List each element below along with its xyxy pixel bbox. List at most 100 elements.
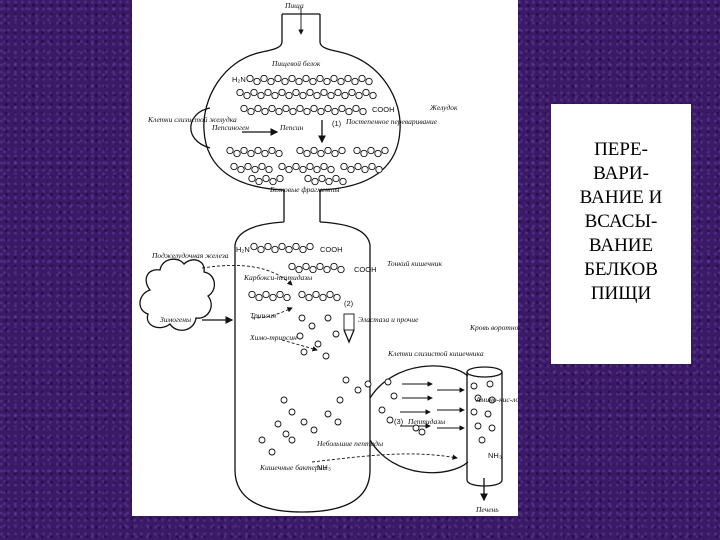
- amino-acid-bead: [313, 91, 321, 100]
- amino-acid-bead: [470, 382, 478, 390]
- label-intestinal-bacteria: Кишечные бактерии: [259, 463, 326, 472]
- label-amino-acids: Амино-кис-лоты: [475, 395, 518, 404]
- label-chymotrypsin: Химо-трипсин: [249, 333, 297, 342]
- amino-acid-bead: [319, 293, 327, 302]
- amino-acid-bead: [353, 146, 361, 155]
- amino-acid-bead: [309, 265, 317, 274]
- label-marker-2: (2): [344, 299, 354, 308]
- amino-acid-bead: [331, 107, 339, 116]
- amino-acid-bead: [292, 242, 300, 251]
- label-cooh-mid1: COOH: [320, 245, 343, 254]
- amino-acid-bead: [347, 165, 355, 174]
- amino-acid-bead: [354, 386, 362, 394]
- label-small-intestine: Тонкий кишечник: [387, 259, 442, 268]
- absorption-arrows: [400, 381, 465, 431]
- amino-acid-bead: [282, 104, 290, 113]
- amino-acid-bead: [255, 293, 263, 302]
- caption-line: БЕЛКОВ: [584, 259, 658, 280]
- amino-acid-bead: [368, 162, 376, 171]
- gastric-cells-blob: [190, 107, 211, 149]
- amino-acid-bead: [344, 74, 352, 83]
- amino-acid-bead: [298, 314, 306, 322]
- label-elastase: Эластаза и прочие: [358, 315, 419, 324]
- amino-acid-bead: [306, 162, 314, 171]
- label-cooh-top: COOH: [372, 105, 395, 114]
- amino-acid-bead: [378, 406, 386, 414]
- amino-acid-bead: [265, 165, 273, 174]
- amino-acid-bead: [226, 146, 234, 155]
- label-cooh-mid2: COOH: [354, 265, 377, 274]
- amino-acid-bead: [362, 88, 370, 97]
- amino-acid-bead: [278, 162, 286, 171]
- amino-acid-bead: [306, 242, 314, 251]
- amino-acid-bead: [323, 265, 331, 274]
- amino-acid-bead: [300, 348, 308, 356]
- amino-acid-bead: [299, 165, 307, 174]
- amino-acid-bead: [333, 293, 341, 302]
- pancreas-cloud: [139, 258, 215, 331]
- amino-acid-bead: [418, 428, 426, 436]
- amino-acid-bead: [247, 149, 255, 158]
- label-zymogens: Зимогены: [160, 315, 191, 324]
- amino-acid-bead: [276, 290, 284, 299]
- amino-acid-bead: [351, 77, 359, 86]
- label-trypsin: Трипсин: [250, 311, 276, 320]
- amino-acid-bead: [310, 104, 318, 113]
- caption-line: ВАНИЕ И: [579, 187, 663, 208]
- amino-acid-bead: [352, 104, 360, 113]
- amino-acid-bead: [288, 408, 296, 416]
- label-food-protein: Пищевой белок: [271, 59, 321, 68]
- amino-acid-bead: [295, 77, 303, 86]
- amino-acid-bead: [320, 162, 328, 171]
- amino-acid-bead: [285, 245, 293, 254]
- label-carboxypeptidases: Карбокси-пептидазы: [243, 273, 312, 282]
- label-nh3-left: NH₃: [317, 463, 331, 472]
- amino-acid-bead: [248, 290, 256, 299]
- caption-line: ПЕРЕ-: [594, 139, 648, 160]
- stomach-outline: [203, 14, 401, 222]
- amino-acid-bead: [330, 262, 338, 271]
- amino-acid-bead: [326, 290, 334, 299]
- amino-acid-bead: [230, 162, 238, 171]
- amino-acid-bead: [240, 146, 248, 155]
- amino-acid-bead: [258, 162, 266, 171]
- amino-acid-bead: [342, 376, 350, 384]
- amino-acid-bead: [381, 146, 389, 155]
- amino-acid-bead: [255, 177, 263, 186]
- amino-acid-bead: [314, 340, 322, 348]
- caption-line: ВСАСЫ-: [584, 211, 658, 232]
- label-small-peptides: Небольшие пептиды: [316, 439, 383, 448]
- amino-acid-bead: [339, 177, 347, 186]
- elastase-box: [343, 313, 355, 331]
- amino-acid-bead: [285, 91, 293, 100]
- amino-acid-bead: [278, 242, 286, 251]
- amino-acid-bead: [316, 74, 324, 83]
- intestinal-cell: [369, 365, 469, 474]
- amino-acid-bead: [300, 418, 308, 426]
- amino-acid-bead: [264, 242, 272, 251]
- amino-acid-bead: [324, 146, 332, 155]
- amino-acid-bead: [298, 290, 306, 299]
- amino-acid-bead: [361, 165, 369, 174]
- amino-acid-bead: [317, 107, 325, 116]
- amino-acid-bead: [250, 88, 258, 97]
- label-food: Пища: [284, 1, 304, 10]
- amino-acid-bead: [302, 74, 310, 83]
- label-nh3-right: NH₃: [488, 451, 502, 460]
- amino-acid-bead: [288, 436, 296, 444]
- amino-acid-bead: [258, 436, 266, 444]
- caption-line: ВАНИЕ: [588, 235, 654, 256]
- amino-acid-bead: [327, 91, 335, 100]
- amino-acid-bead: [324, 314, 332, 322]
- amino-acid-bead: [262, 174, 270, 183]
- peptide-beads: [226, 74, 496, 456]
- label-blood-portal: Кровь воротной вены: [469, 323, 518, 332]
- amino-acid-bead: [474, 422, 482, 430]
- amino-acid-bead: [289, 107, 297, 116]
- amino-acid-bead: [325, 177, 333, 186]
- amino-acid-bead: [296, 146, 304, 155]
- amino-acid-bead: [324, 104, 332, 113]
- amino-acid-bead: [386, 416, 394, 424]
- amino-acid-bead: [246, 74, 254, 83]
- amino-acid-bead: [364, 380, 372, 388]
